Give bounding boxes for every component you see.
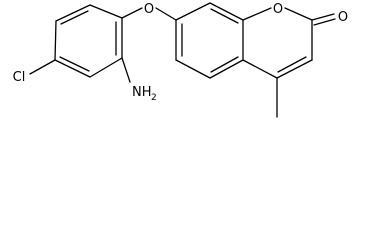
- bond-c2-carbonyl-oxygen-second: [313, 18, 336, 26]
- coumarin-benzo-ring: [175, 2, 244, 79]
- carbonyl-oxygen-label: O: [338, 10, 348, 25]
- chlorine-label: Cl: [13, 70, 26, 85]
- bond-c5-c6: [175, 59, 211, 79]
- bond-ring-to-amine: [121, 57, 131, 83]
- bond-c3-c4-inner: [277, 56, 307, 73]
- bond-a2-a3: [55, 4, 91, 22]
- ether-oxygen-label: O: [144, 2, 154, 17]
- bond-a4-a5: [54, 59, 91, 78]
- bond-c3-c4: [276, 59, 313, 79]
- chemical-structure: O O O Cl NH 2: [13, 2, 348, 118]
- bond-c7-c8: [175, 2, 211, 21]
- bond-a4-a5-inner: [59, 56, 90, 72]
- bond-c8-c8a-inner: [210, 8, 239, 24]
- bond-a3-a4: [54, 20, 57, 61]
- bond-c4a-c5-inner: [210, 56, 239, 73]
- bond-a5-a6: [89, 57, 123, 78]
- bond-c4-c4a: [242, 59, 278, 79]
- bond-ether-oxygen-to-coumarin: [155, 7, 177, 21]
- bond-c8a-o1: [242, 7, 272, 21]
- ring-oxygen-label: O: [273, 2, 283, 17]
- bond-ring-to-ether-oxygen: [121, 7, 143, 19]
- bond-o1-c2: [284, 7, 313, 21]
- bond-c4a-c5: [209, 59, 244, 79]
- amine-label: NH: [132, 85, 152, 100]
- bond-a2-a3-inner: [60, 10, 89, 25]
- coumarin-pyrone-ring: [242, 7, 313, 79]
- bond-ring-to-chlorine: [29, 59, 56, 75]
- bond-c8-c8a: [209, 2, 244, 21]
- bond-c2-carbonyl-oxygen: [311, 13, 335, 21]
- amine-subscript: 2: [151, 93, 157, 103]
- chlorophenyl-ring: [54, 4, 123, 78]
- bond-a1-a2: [89, 4, 123, 19]
